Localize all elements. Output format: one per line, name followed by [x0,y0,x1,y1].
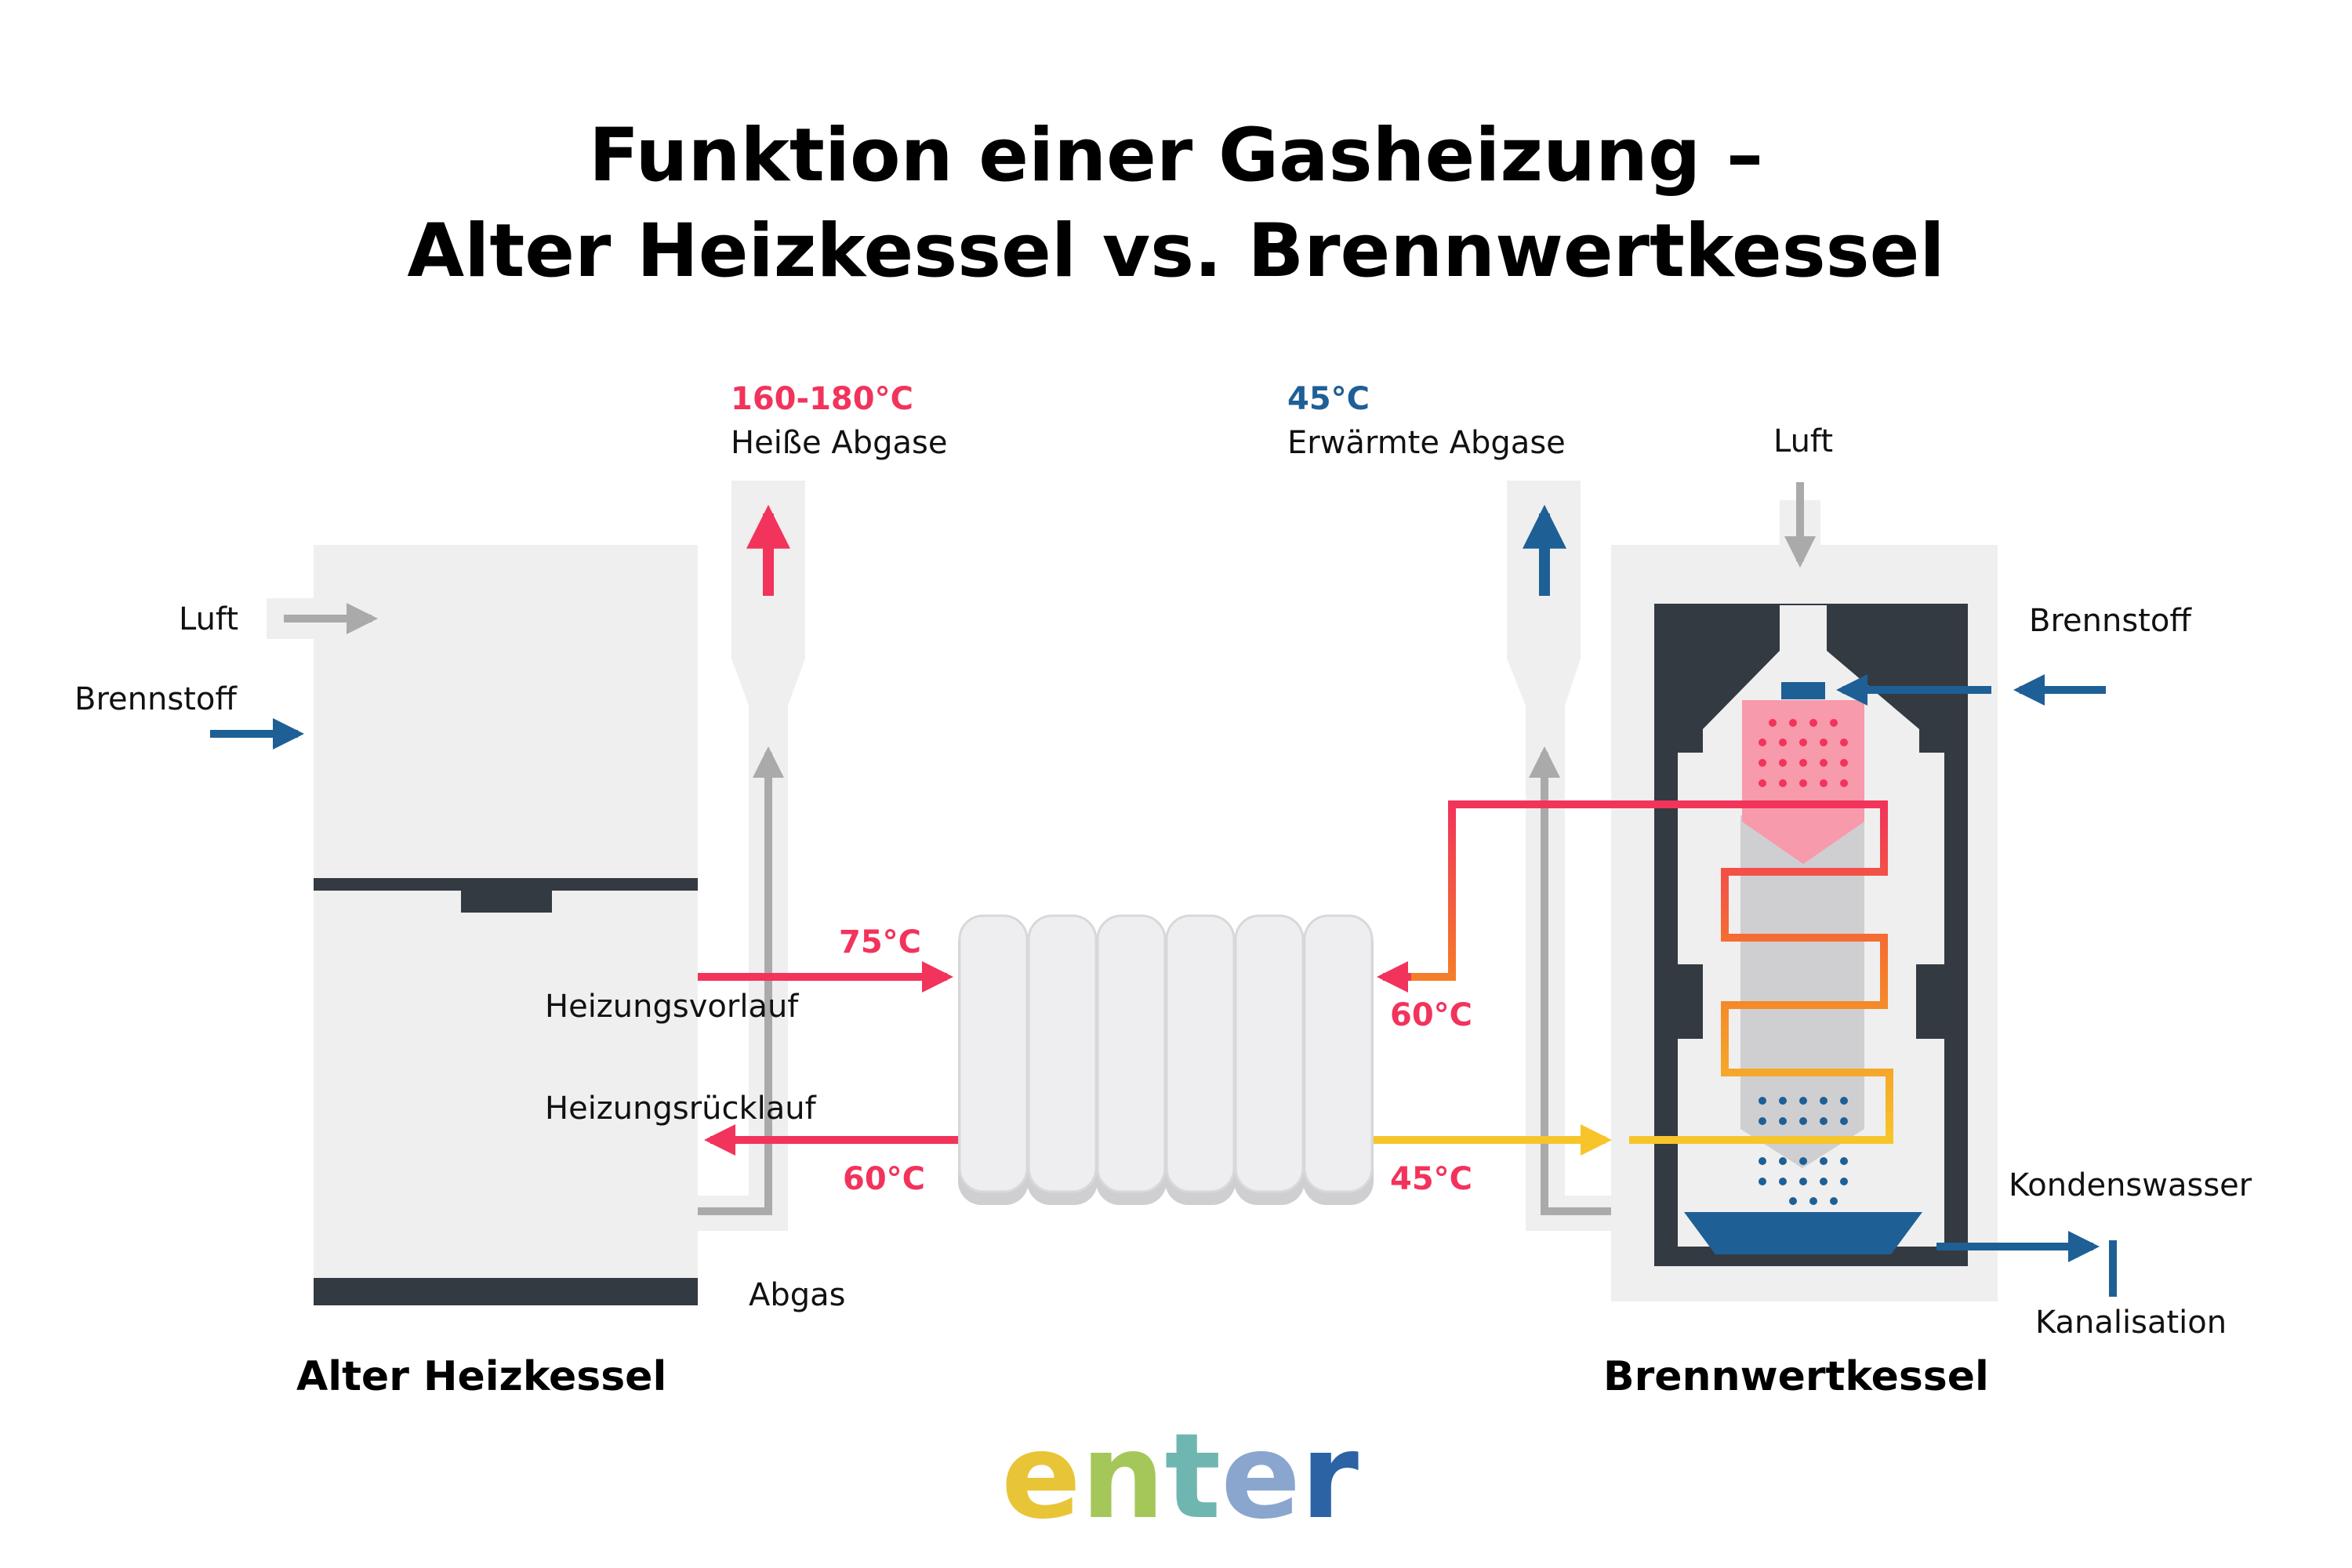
title-line-2: Alter Heizkessel vs. Brennwertkessel [407,209,1944,294]
old-chimney-shape [698,481,805,1231]
old-fuel-label: Brennstoff [74,681,238,717]
flame-dots [1759,719,1848,787]
old-air-label: Luft [179,601,238,637]
condensing-boiler [1611,482,1998,1301]
enter-logo: enter [1001,1409,1359,1545]
condensate-basin [1684,1212,1922,1254]
radiator-section-face [1234,914,1305,1193]
old-boiler-divider [314,878,698,891]
condensing-fuel-label: Brennstoff [2029,603,2192,639]
old-boiler-handle [461,891,552,913]
condensing-exhaust-temp: 45°C [1287,381,1370,417]
old-boiler-base [314,1278,698,1305]
condensate-droplets [1759,1097,1848,1205]
radiator-section-face [1096,914,1167,1193]
condensing-chimney-shape [1507,481,1617,1231]
old-exhaust-label: Heiße Abgase [731,425,947,461]
old-boiler-body [314,545,698,1305]
condensing-side-block-left [1675,964,1703,1039]
logo-letter: r [1301,1409,1359,1545]
old-flow-label: Heizungsvorlauf [545,989,799,1025]
condensing-flue-connection [1541,1176,1617,1215]
condensing-side-block-right [1916,964,1944,1039]
old-return-temp: 60°C [843,1161,925,1197]
heat-exchanger-core [1740,815,1864,1129]
title-line-1: Funktion einer Gasheizung – [589,113,1763,198]
condensing-exhaust-label: Erwärmte Abgase [1287,425,1566,461]
condensing-flow-temp: 60°C [1390,997,1472,1033]
sewer-label: Kanalisation [2035,1305,2227,1341]
sewer-connection [2109,1240,2117,1297]
old-return-label: Heizungsrücklauf [545,1091,817,1127]
old-boiler [210,545,698,1305]
old-boiler-name: Alter Heizkessel [296,1353,666,1400]
heat-exchanger-coil [1383,800,1893,1144]
condensing-boiler-name: Brennwertkessel [1603,1353,1989,1400]
condensing-boiler-casing [1654,604,1968,1266]
old-exhaust-temp: 160-180°C [731,381,913,417]
radiator-section-face [958,914,1029,1193]
old-flow-temp: 75°C [839,924,921,960]
radiator [958,914,1374,1205]
logo-letter: n [1081,1409,1165,1545]
condensing-air-label: Luft [1773,423,1833,459]
old-flue-connection [698,1176,772,1215]
logo-letter: e [1221,1409,1301,1545]
logo-letter: t [1165,1409,1221,1545]
condensing-chimney [1507,481,1617,1231]
radiator-section-face [1027,914,1098,1193]
old-flue-label: Abgas [749,1277,846,1313]
condensing-return-temp: 45°C [1390,1161,1472,1197]
radiator-section-face [1303,914,1374,1193]
burner-nozzle [1781,682,1825,699]
radiator-section-face [1165,914,1236,1193]
condensate-label: Kondenswasser [2009,1167,2252,1203]
logo-letter: e [1001,1409,1081,1545]
